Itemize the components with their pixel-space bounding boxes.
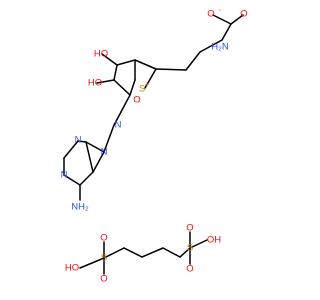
atom-label-layer: O O H₂N S + HO HO O N N N N NH₂ S HO O O…: [61, 5, 248, 285]
sulfonic-acid-left-oxygen-bottom-label: O: [100, 274, 107, 285]
amino-group-label: H₂N: [211, 42, 229, 53]
bond-layer: [63, 14, 244, 275]
hydroxy-left-label: HO: [88, 78, 102, 89]
sulfonium-sulfur-label: S: [139, 84, 145, 95]
carboxylate-oxygen-label: O: [207, 9, 214, 20]
canvas-background: [0, 0, 300, 300]
sulfonic-acid-right-oxygen-top-label: O: [186, 223, 193, 234]
ribose-oxygen-label: O: [133, 95, 140, 106]
sulfonic-acid-left-hydroxy-label: HO: [65, 263, 79, 274]
sulfonic-acid-left-oxygen-top-label: O: [100, 233, 107, 244]
sulfonic-acid-right-oxygen-bottom-label: O: [186, 264, 193, 275]
chemical-structure: O O H₂N S + HO HO O N N N N NH₂ S HO O O…: [0, 0, 300, 300]
carbonyl-oxygen-label: O: [240, 9, 247, 20]
sulfonium-charge-label: +: [144, 80, 150, 91]
adenine-amine-label: NH₂: [71, 202, 89, 213]
adenine-n7-label: N: [101, 147, 108, 158]
adenine-n3-label: N: [75, 135, 82, 146]
sulfonic-acid-right-sulfur-label: S: [187, 243, 193, 254]
sulfonic-acid-right-hydroxy-label: OH: [207, 235, 221, 246]
adenine-n1-label: N: [61, 170, 68, 181]
adenine-n9-label: N: [115, 120, 122, 131]
radical-dot-label: ·: [218, 5, 221, 16]
sulfonic-acid-left-sulfur-label: S: [101, 253, 107, 264]
hydroxy-top-label: HO: [94, 49, 108, 60]
